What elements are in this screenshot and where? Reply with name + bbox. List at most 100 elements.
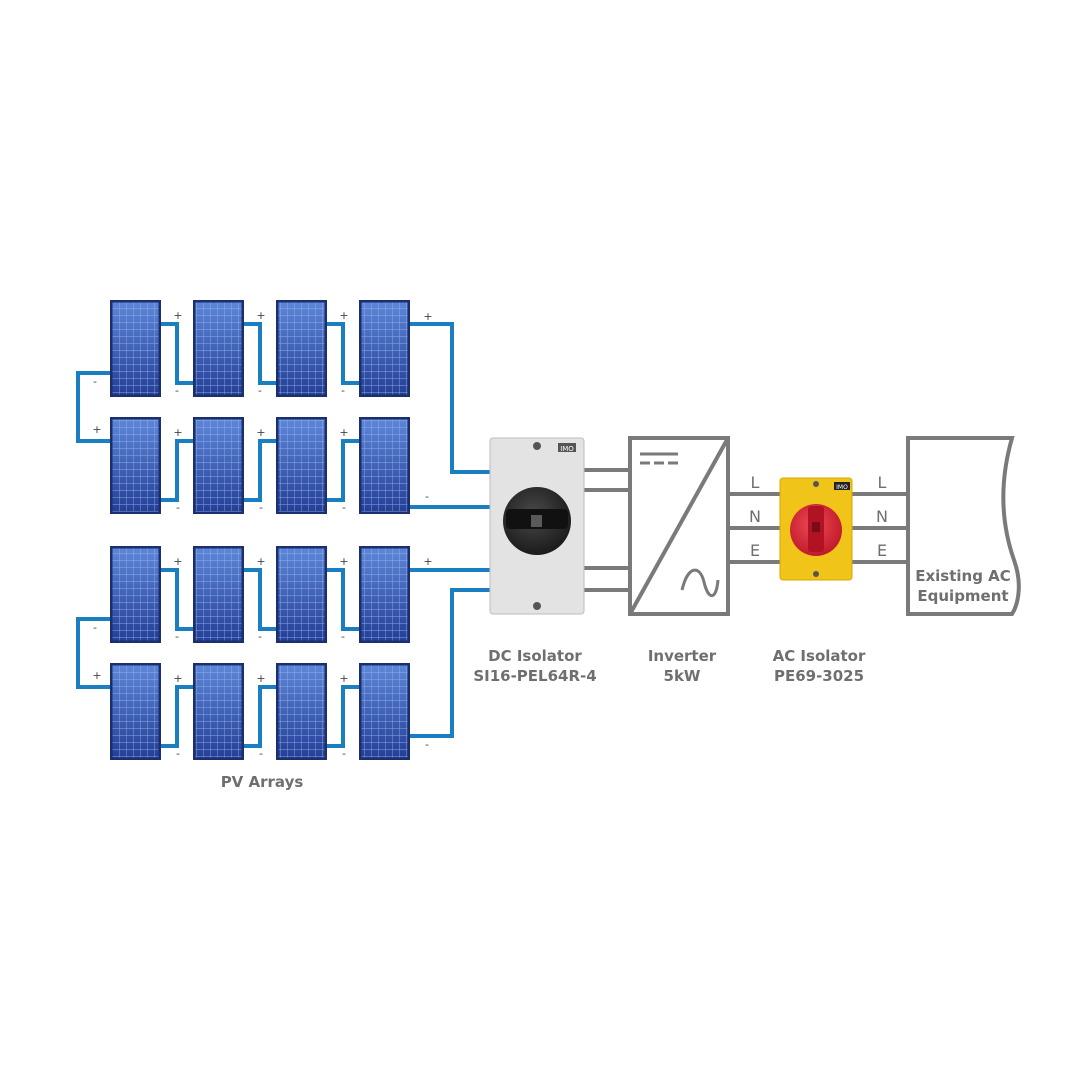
dc-isolator: IMO [489,437,585,615]
minus-sign: - [258,384,262,397]
plus-sign: + [173,555,182,568]
plus-sign: + [339,426,348,439]
string-link-wire [327,322,359,385]
solar-panel [359,417,410,514]
pv-wiring [76,322,490,748]
panel-grid [278,548,325,641]
brand-badge-text: IMO [836,484,848,491]
solar-panel [193,300,244,397]
ac-isolator: IMO [779,477,853,581]
panel-grid [195,302,242,395]
dc-isolator-name: DC Isolator [488,647,582,665]
solar-panel [276,417,327,514]
terminal-label-out: N [876,507,888,526]
panel-grid [112,548,159,641]
panel-grid [278,665,325,758]
panel-grid [195,419,242,512]
terminal-signs: +-+-+-+-+-+-+-+-+-+-+-+--+-++-+- [92,309,432,760]
solar-panel [193,546,244,643]
brand-badge [558,443,576,452]
panel-grid [361,302,408,395]
minus-sign: - [176,501,180,514]
minus-sign: - [93,375,97,388]
brand-badge [834,482,850,490]
panel-grid [361,548,408,641]
plus-sign: + [423,555,432,568]
terminal-label-in: L [751,473,760,492]
minus-sign: - [258,630,262,643]
solar-panel [110,300,161,397]
dc-isolator-label: DC Isolator SI16-PEL64R-4 [455,646,615,686]
panel-grid [361,419,408,512]
terminal-label-in: N [749,507,761,526]
plus-sign: + [92,669,101,682]
inverter-rating: 5kW [663,667,701,685]
solar-panel [359,300,410,397]
minus-sign: - [175,384,179,397]
screw-icon [813,481,819,487]
string-link-wire [327,685,359,748]
string-link-wire [161,685,193,748]
solar-panel [359,546,410,643]
solar-panel [276,300,327,397]
minus-sign: - [259,747,263,760]
devices: IMO IMO [489,436,1021,616]
string-link-wire [244,685,276,748]
string-link-wire [244,568,276,631]
string-link-wire [244,322,276,385]
terminal-label-out: E [877,541,887,560]
string-link-wire [327,568,359,631]
string-loop-wire [76,371,110,443]
plus-sign: + [173,672,182,685]
panel-grid [112,419,159,512]
minus-sign: - [341,384,345,397]
minus-sign: - [93,621,97,634]
string-link-wire [161,322,193,385]
existing-ac-equipment-box [906,436,1021,616]
minus-sign: - [341,630,345,643]
screw-icon [533,602,541,610]
string-output-wire [410,322,490,474]
terminal-label-in: E [750,541,760,560]
string-loop-wire [76,617,110,689]
panel-grid [112,302,159,395]
minus-sign: - [425,490,429,503]
inverter [628,436,730,616]
equipment-line1: Existing AC [915,567,1011,585]
plus-sign: + [339,555,348,568]
equipment-line2: Equipment [917,587,1009,605]
plus-sign: + [339,309,348,322]
string-link-wire [327,439,359,502]
panel-grid [361,665,408,758]
screw-icon [813,571,819,577]
minus-sign: - [342,501,346,514]
panel-grid [195,548,242,641]
switch-pointer [812,522,820,532]
panel-grid [278,302,325,395]
inverter-diagonal [628,437,730,615]
inverter-name: Inverter [647,647,717,665]
string-link-wire [161,439,193,502]
plus-sign: + [423,310,432,323]
ac-isolator-model: PE69-3025 [773,667,865,685]
solar-panel [110,417,161,514]
plus-sign: + [173,426,182,439]
equipment-label: Existing AC Equipment [908,566,1018,606]
solar-panel [110,663,161,760]
plus-sign: + [173,309,182,322]
minus-sign: - [175,630,179,643]
solar-panel [193,663,244,760]
dc-isolator-model: SI16-PEL64R-4 [473,667,597,685]
panel-grid [278,419,325,512]
inverter-label: Inverter 5kW [622,646,742,686]
minus-sign: - [259,501,263,514]
screw-icon [533,442,541,450]
solar-panel [276,546,327,643]
plus-sign: + [256,309,265,322]
brand-badge-text: IMO [560,445,574,453]
pv-arrays-label: PV Arrays [200,772,324,792]
minus-sign: - [425,738,429,751]
